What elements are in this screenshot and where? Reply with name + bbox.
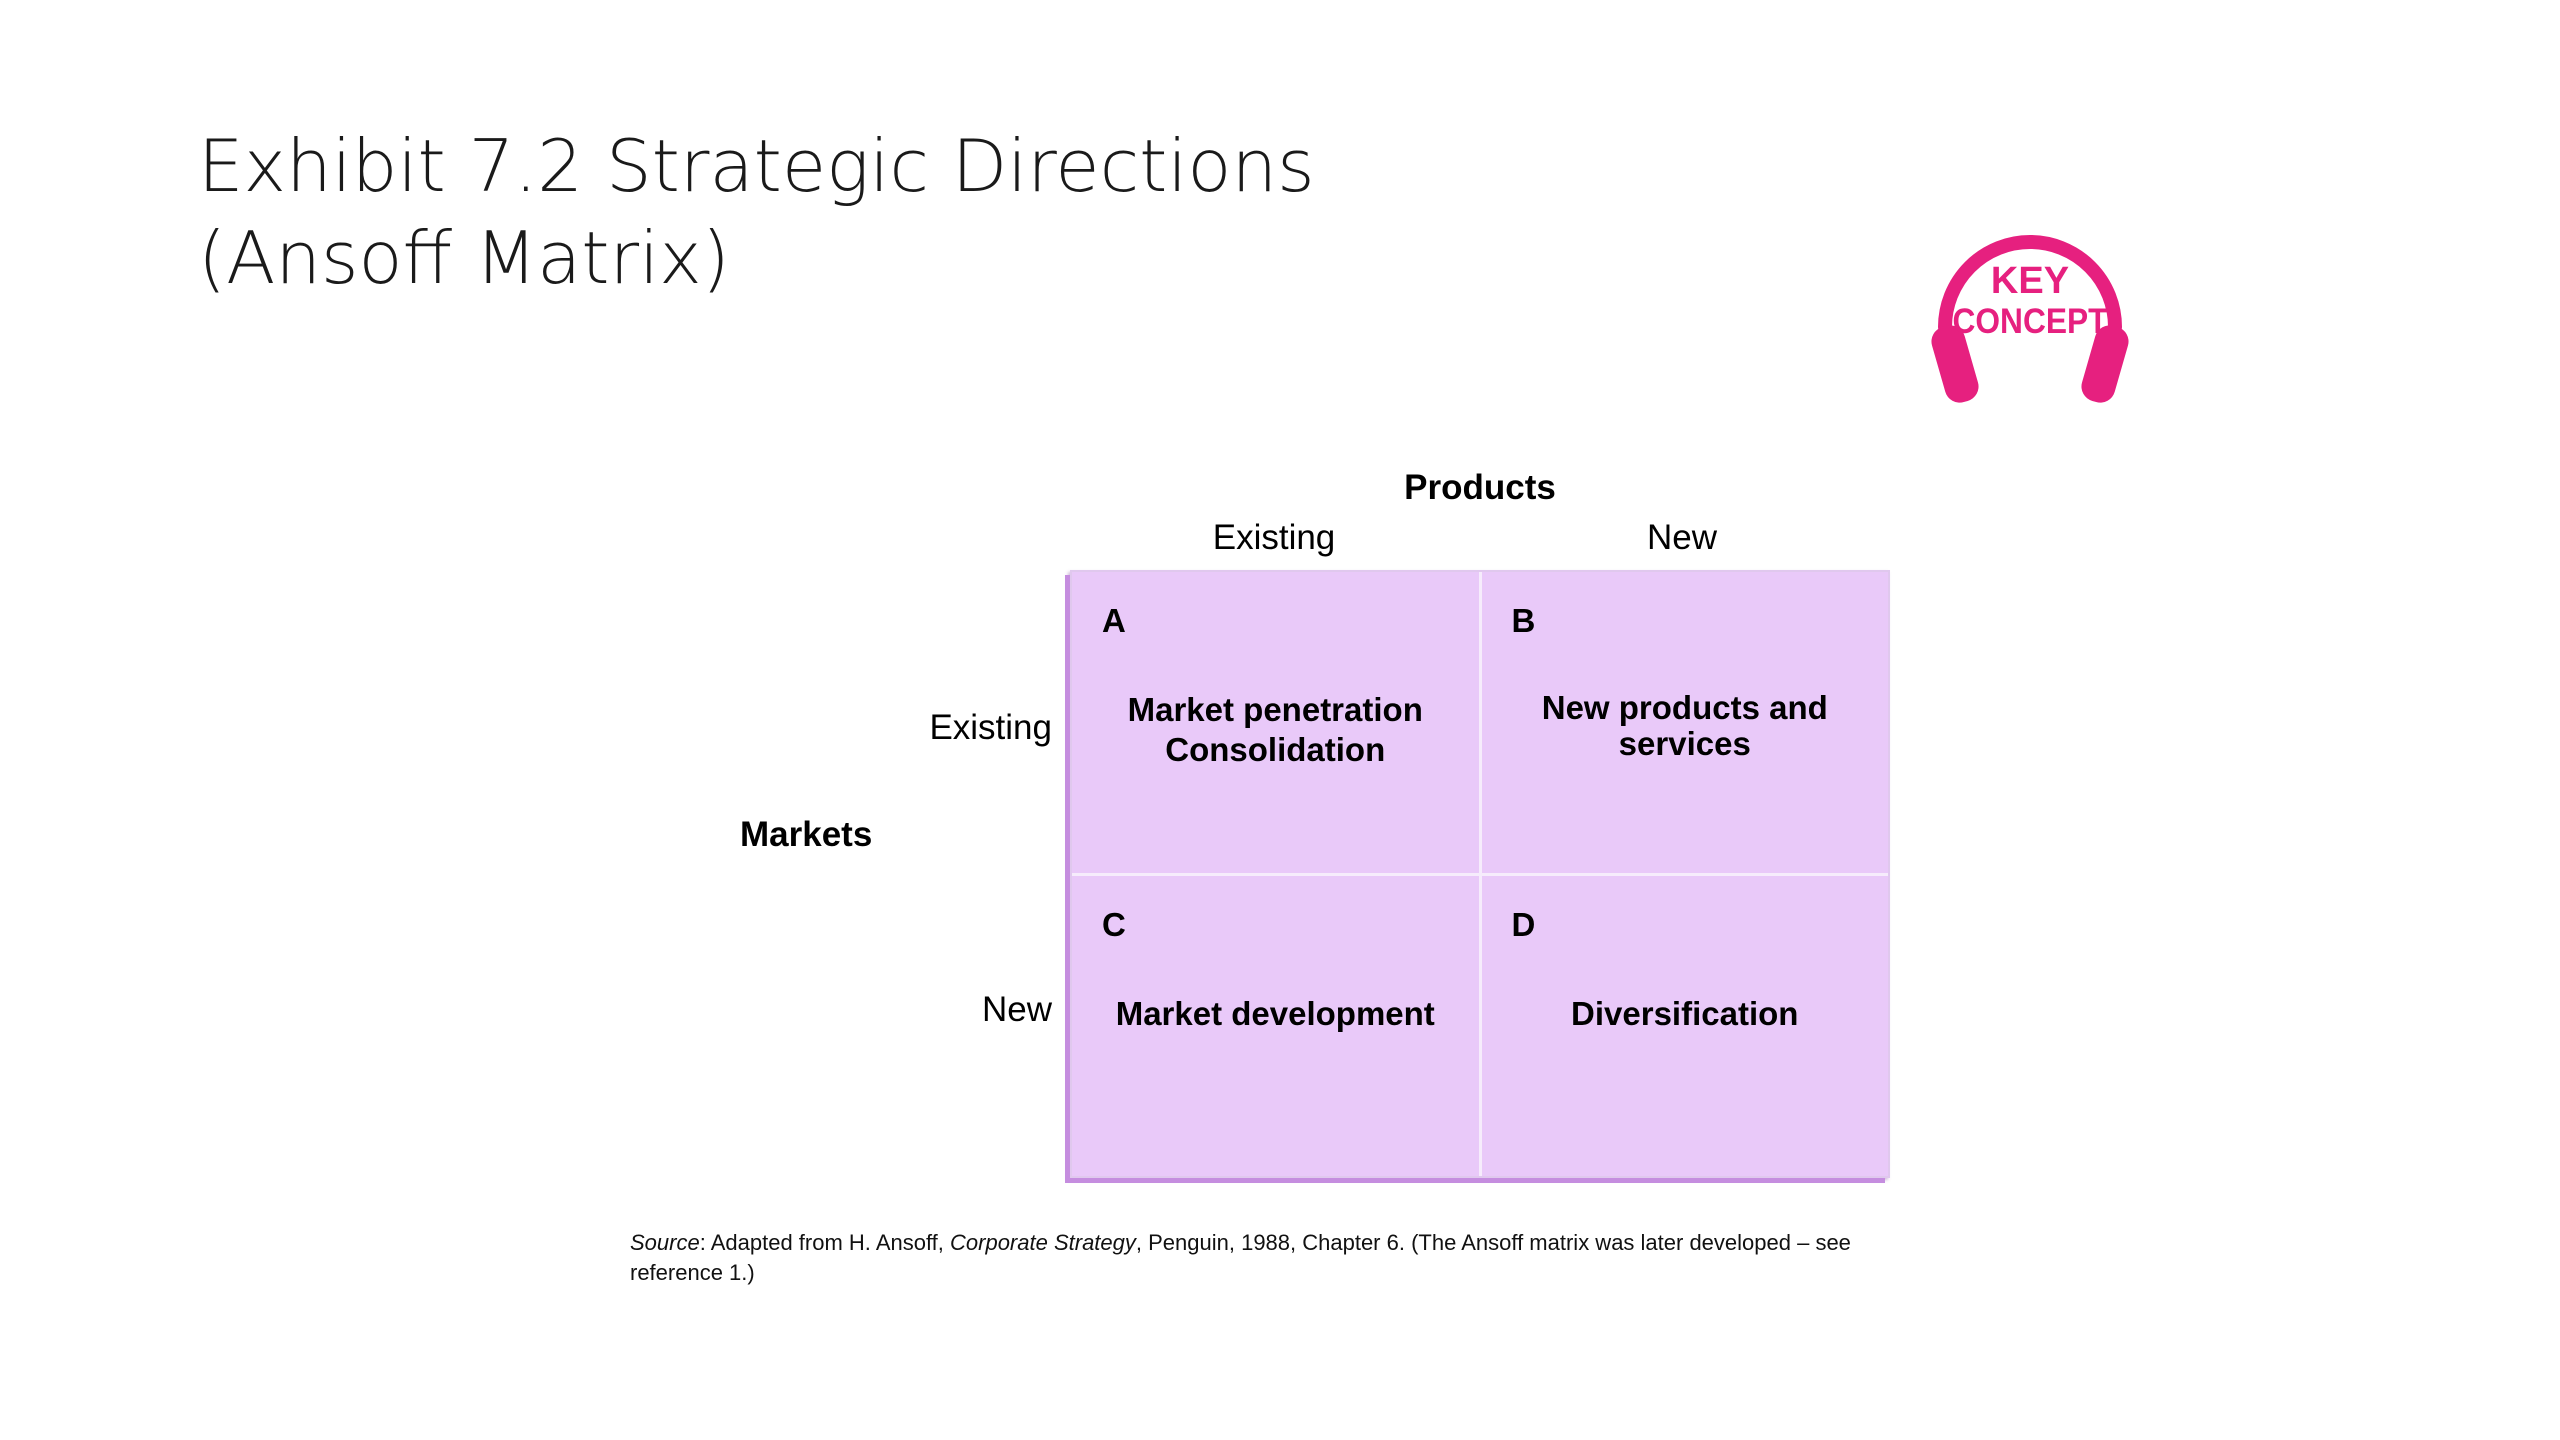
markets-axis-title: Markets bbox=[740, 815, 873, 854]
row-label-new: New bbox=[981, 990, 1052, 1029]
cell-b-line-2: services bbox=[1618, 725, 1751, 762]
cell-text-a: Market penetration Consolidation bbox=[1072, 690, 1479, 770]
cell-letter-d: D bbox=[1511, 905, 1536, 943]
source-book-title: Corporate Strategy bbox=[950, 1230, 1136, 1255]
matrix-cell-d: D Diversification bbox=[1481, 875, 1889, 1176]
cell-text-b: New products and services bbox=[1482, 690, 1889, 762]
cell-letter-b: B bbox=[1511, 602, 1536, 639]
headphones-icon bbox=[1931, 235, 2129, 403]
cell-c-line-1: Market development bbox=[1115, 994, 1435, 1032]
column-label-new: New bbox=[1646, 518, 1718, 557]
matrix-cell-b: B New products and services bbox=[1481, 572, 1889, 873]
slide-title-line-2: (Ansoff Matrix) bbox=[198, 216, 730, 300]
slide-title: Exhibit 7.2 Strategic Directions (Ansoff… bbox=[198, 120, 1598, 304]
source-text-before: : Adapted from H. Ansoff, bbox=[699, 1230, 951, 1255]
column-label-existing: Existing bbox=[1212, 518, 1336, 557]
cell-b-line-1: New products and bbox=[1541, 689, 1828, 726]
products-axis-title: Products bbox=[1404, 468, 1556, 507]
key-concept-badge: KEY CONCEPT bbox=[1931, 235, 2129, 403]
slide-title-line-1: Exhibit 7.2 Strategic Directions bbox=[198, 124, 1315, 208]
ansoff-matrix: A Market penetration Consolidation B New… bbox=[1070, 570, 1890, 1178]
badge-line-2: CONCEPT bbox=[1953, 302, 2108, 341]
cell-letter-a: A bbox=[1102, 602, 1126, 639]
cell-text-d: Diversification bbox=[1482, 994, 1889, 1034]
matrix-cell-c: C Market development bbox=[1072, 875, 1479, 1176]
source-note: Source: Adapted from H. Ansoff, Corporat… bbox=[630, 1228, 1930, 1288]
row-label-existing: Existing bbox=[929, 708, 1052, 747]
cell-a-line-2: Consolidation bbox=[1165, 731, 1386, 768]
cell-text-c: Market development bbox=[1072, 994, 1479, 1034]
source-label: Source bbox=[630, 1230, 700, 1255]
matrix-cell-a: A Market penetration Consolidation bbox=[1072, 572, 1479, 873]
cell-letter-c: C bbox=[1102, 905, 1126, 943]
source-text-after: , Penguin, 1988, Chapter 6. (The Ansoff … bbox=[630, 1230, 1851, 1285]
badge-line-1: KEY bbox=[1991, 260, 2069, 302]
cell-a-line-1: Market penetration bbox=[1127, 691, 1423, 728]
cell-d-line-1: Diversification bbox=[1571, 994, 1799, 1032]
